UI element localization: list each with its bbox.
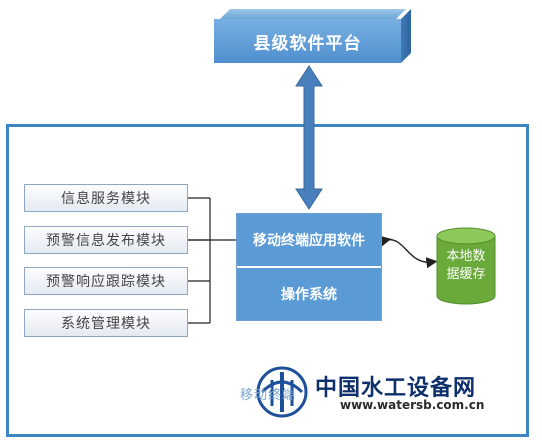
module-label: 信息服务模块	[61, 191, 151, 207]
platform-cube-side	[401, 9, 411, 63]
watermark-text: 中国水工设备网	[315, 376, 477, 401]
cache-label: 本地数 据缓存	[436, 248, 496, 284]
module-label: 预警信息发布模块	[46, 233, 166, 249]
cache-link-arrow	[379, 235, 438, 269]
watermark-url: www.watersb.com.cn	[340, 398, 485, 412]
cache-label-line1: 本地数	[446, 249, 486, 264]
cache-label-line2: 据缓存	[446, 267, 486, 282]
mobile-app-label: 移动终端应用软件	[253, 233, 365, 249]
module-label: 预警响应跟踪模块	[46, 274, 166, 290]
mobile-app-software: 移动终端应用软件	[237, 214, 381, 268]
module-info-service: 信息服务模块	[24, 184, 188, 212]
module-warning-tracking: 预警响应跟踪模块	[24, 267, 188, 295]
watermark-logo-icon	[256, 366, 308, 418]
operating-system: 操作系统	[237, 268, 381, 320]
module-label: 系统管理模块	[61, 316, 151, 332]
module-system-management: 系统管理模块	[24, 309, 188, 337]
data-cache-cylinder	[436, 227, 496, 305]
county-platform-box: 县级软件平台	[214, 19, 401, 63]
module-bracket	[188, 197, 236, 324]
module-warning-publish: 预警信息发布模块	[24, 226, 188, 254]
os-label: 操作系统	[281, 287, 337, 303]
frame-caption: 移动终端	[240, 388, 297, 403]
platform-link-arrow	[295, 65, 323, 210]
county-platform-label: 县级软件平台	[253, 33, 362, 54]
mobile-app-stack: 移动终端应用软件 操作系统	[236, 213, 382, 321]
